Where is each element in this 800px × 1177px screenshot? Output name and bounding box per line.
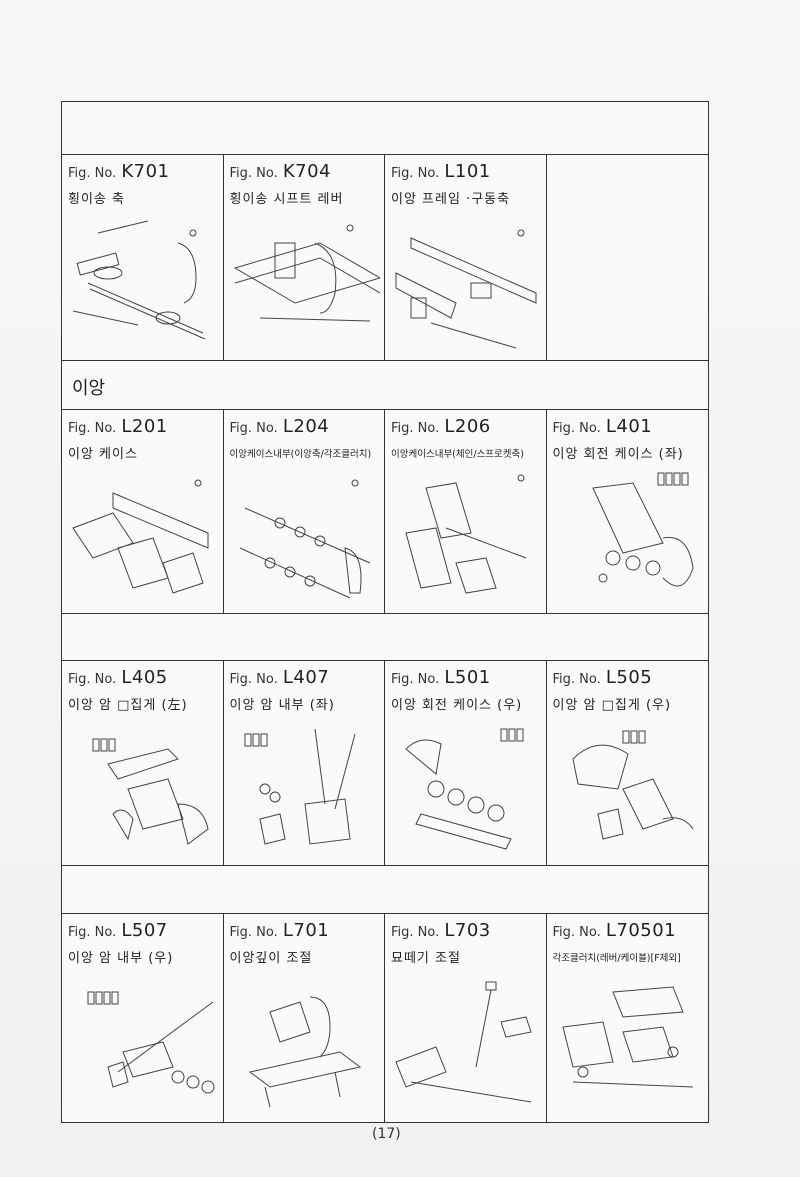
exploded-parts-diagram-thumbnail: [233, 224, 380, 322]
fig-number: Fig. No. L206: [391, 416, 491, 437]
fig-number: Fig. No. L401: [552, 416, 653, 437]
fig-title: 묘떼기 조절: [391, 951, 461, 966]
figure-row-2: Fig. No. L201 이앙 케이스 Fig. No. L204 이앙케이스…: [62, 409, 708, 614]
fig-number: Fig. No. L101: [391, 161, 491, 182]
exploded-parts-diagram-thumbnail: [561, 986, 693, 1088]
fig-title: 이앙 프레임 ·구동축: [391, 192, 511, 207]
figure-row-3: Fig. No. L405 이앙 암 □집게 (左) Fig. No. L407…: [62, 660, 708, 866]
figure-cell-l401[interactable]: Fig. No. L401 이앙 회전 케이스 (좌): [546, 409, 708, 614]
exploded-parts-diagram-thumbnail: [87, 991, 215, 1094]
figure-cell-k701[interactable]: Fig. No. K701 횡이송 축: [62, 154, 224, 361]
fig-title: 각조클러치(레버/케이블)[F제외]: [552, 953, 681, 964]
exploded-parts-diagram-thumbnail: [571, 730, 693, 840]
figure-cell-l204[interactable]: Fig. No. L204 이앙케이스내부(이앙축/각조클러치): [223, 409, 385, 614]
fig-number: Fig. No. K704: [229, 161, 332, 182]
fig-title: 이앙케이스내부(체인/스프로켓축): [391, 449, 524, 460]
exploded-parts-diagram-thumbnail: [239, 479, 370, 599]
figure-row-4: Fig. No. L507 이앙 암 내부 (우) Fig. No. L701 …: [62, 913, 708, 1123]
fig-number: Fig. No. L70501: [552, 920, 677, 941]
figure-cell-l505[interactable]: Fig. No. L505 이앙 암 □집게 (우): [546, 660, 708, 866]
exploded-parts-diagram-thumbnail: [405, 474, 527, 594]
section-heading: 이앙: [72, 378, 106, 399]
exploded-parts-diagram-thumbnail: [248, 996, 361, 1108]
fig-number: Fig. No. L507: [68, 920, 168, 941]
exploded-parts-diagram-thumbnail: [72, 220, 206, 340]
fig-number: Fig. No. L201: [68, 416, 168, 437]
fig-number: Fig. No. K701: [68, 161, 170, 182]
fig-number: Fig. No. L505: [552, 667, 653, 688]
fig-title: 이앙 암 □집게 (左): [68, 698, 188, 713]
fig-title: 이앙 케이스: [68, 447, 138, 462]
figure-cell-empty: [546, 154, 708, 361]
fig-title: 이앙 암 내부 (좌): [229, 698, 335, 713]
fig-number: Fig. No. L501: [391, 667, 491, 688]
figure-cell-l701[interactable]: Fig. No. L701 이앙깊이 조절: [223, 913, 385, 1123]
figure-cell-k704[interactable]: Fig. No. K704 횡이송 시프트 레버: [223, 154, 385, 361]
fig-title: 이앙 암 내부 (우): [68, 951, 174, 966]
fig-title: 이앙케이스내부(이앙축/각조클러치): [229, 449, 372, 460]
exploded-parts-diagram-thumbnail: [244, 728, 355, 845]
page-number: (17): [372, 1126, 401, 1142]
fig-title: 이앙깊이 조절: [229, 951, 313, 966]
fig-title: 이앙 암 □집게 (우): [552, 698, 672, 713]
exploded-parts-diagram-thumbnail: [395, 229, 537, 349]
figure-cell-l703[interactable]: Fig. No. L703 묘떼기 조절: [385, 913, 547, 1123]
fig-number: Fig. No. L701: [229, 920, 330, 941]
fig-title: 이앙 회전 케이스 (좌): [552, 447, 684, 462]
figure-cell-l405[interactable]: Fig. No. L405 이앙 암 □집게 (左): [62, 660, 224, 866]
fig-title: 이앙 회전 케이스 (우): [391, 698, 523, 713]
fig-number: Fig. No. L407: [229, 667, 330, 688]
fig-number: Fig. No. L405: [68, 667, 168, 688]
exploded-parts-diagram-thumbnail: [405, 728, 524, 850]
figure-row-1: Fig. No. K701 횡이송 축 Fig. No. K704 횡이송 시프…: [62, 154, 708, 361]
exploded-parts-diagram-thumbnail: [72, 479, 209, 594]
figure-cell-l407[interactable]: Fig. No. L407 이앙 암 내부 (좌): [223, 660, 385, 866]
figure-cell-l507[interactable]: Fig. No. L507 이앙 암 내부 (우): [62, 913, 224, 1123]
figure-cell-l201[interactable]: Fig. No. L201 이앙 케이스: [62, 409, 224, 614]
exploded-parts-diagram-thumbnail: [395, 981, 532, 1103]
exploded-parts-diagram-thumbnail: [591, 472, 694, 587]
fig-title: 횡이송 축: [68, 192, 125, 207]
exploded-parts-diagram-thumbnail: [92, 738, 209, 845]
figure-cell-l206[interactable]: Fig. No. L206 이앙케이스내부(체인/스프로켓축): [385, 409, 547, 614]
fig-number: Fig. No. L204: [229, 416, 330, 437]
figure-cell-l101[interactable]: Fig. No. L101 이앙 프레임 ·구동축: [385, 154, 547, 361]
fig-title: 횡이송 시프트 레버: [229, 192, 344, 207]
catalog-index-frame: Fig. No. K701 횡이송 축 Fig. No. K704 횡이송 시프…: [61, 101, 709, 1123]
figure-cell-l501[interactable]: Fig. No. L501 이앙 회전 케이스 (우): [385, 660, 547, 866]
figure-cell-l70501[interactable]: Fig. No. L70501 각조클러치(레버/케이블)[F제외]: [546, 913, 708, 1123]
fig-number: Fig. No. L703: [391, 920, 491, 941]
